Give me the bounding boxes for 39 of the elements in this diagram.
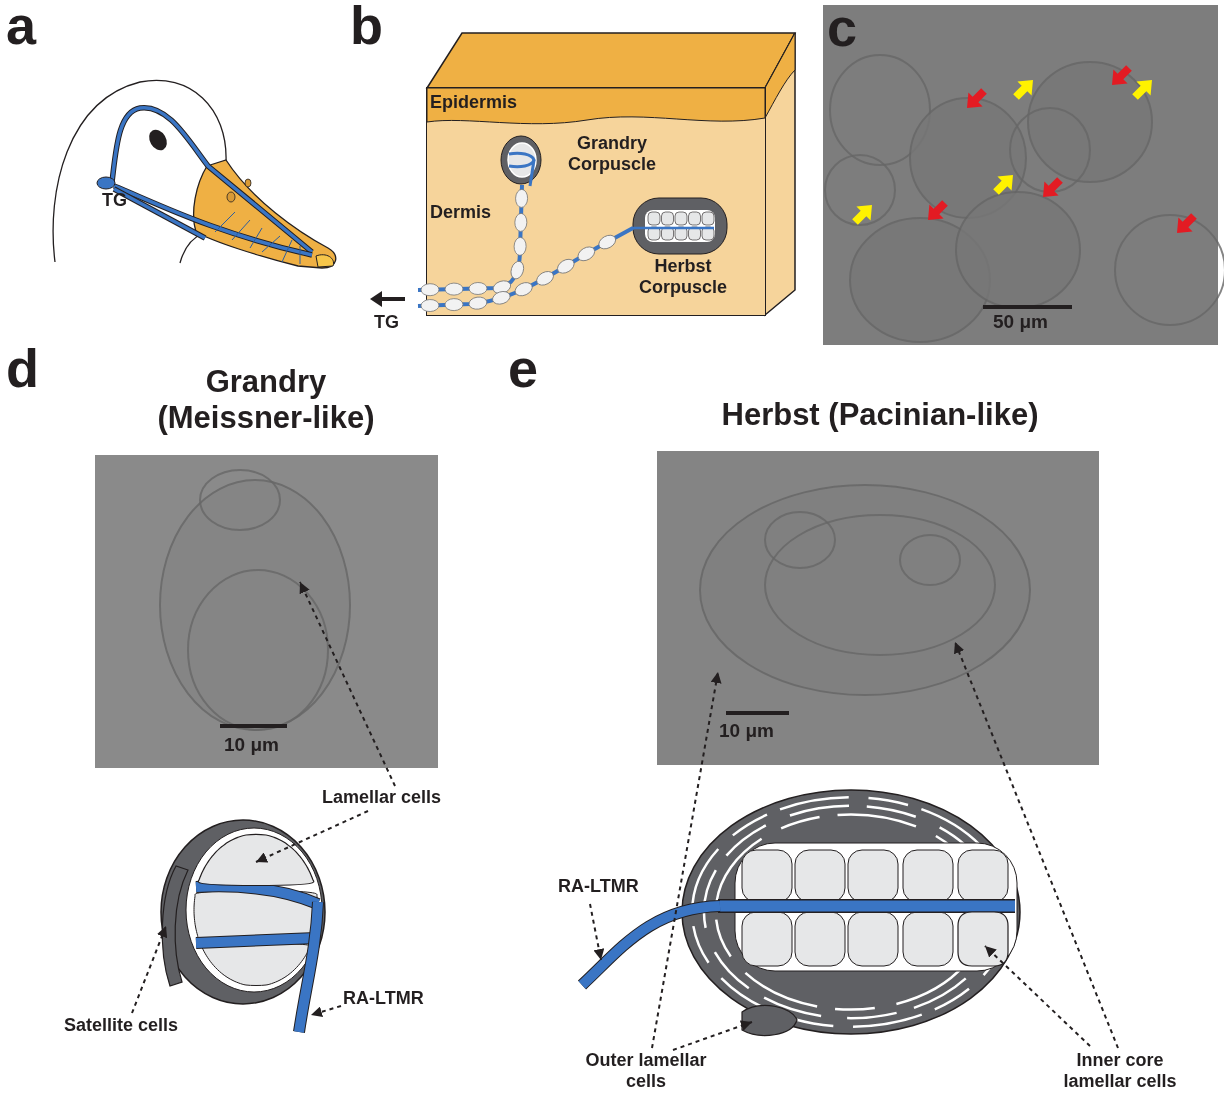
- ganglion-label: TG: [102, 190, 127, 211]
- cell-shape: [957, 911, 1009, 967]
- leader-line: [310, 1005, 342, 1018]
- layer-label: Epidermis: [430, 92, 518, 113]
- nerve-fiber: [293, 901, 324, 1033]
- leader-line: [255, 810, 369, 863]
- callout-label: RA-LTMR: [558, 876, 639, 897]
- structure-label: Herbst Corpuscle: [638, 256, 728, 298]
- leader-line: [984, 945, 1091, 1047]
- leader-line: [589, 903, 605, 961]
- leader-line: [299, 581, 396, 787]
- panel-letter: e: [508, 339, 539, 399]
- scale-bar-label: 10 μm: [224, 734, 279, 756]
- leader-line: [651, 671, 722, 1049]
- callout-label: RA-LTMR: [343, 988, 424, 1009]
- panel-letter: c: [827, 0, 858, 58]
- layer-label: Dermis: [430, 202, 492, 223]
- panel-letter: d: [6, 339, 39, 399]
- panel-title: Grandry (Meissner-like): [156, 364, 376, 436]
- ganglion-label: TG: [374, 312, 399, 333]
- photo-placeholder: [95, 455, 438, 768]
- cell-shape: [161, 865, 189, 987]
- cell-shape: [741, 1005, 798, 1036]
- photo-placeholder: [657, 451, 1099, 765]
- panel-title: Herbst (Pacinian-like): [720, 397, 1040, 433]
- nerve-fiber: [577, 900, 721, 990]
- panel-letter: b: [350, 0, 383, 56]
- panel-letter: a: [6, 0, 37, 56]
- scale-bar-label: 50 μm: [993, 311, 1048, 333]
- cell-shape: [197, 833, 315, 887]
- leader-line: [131, 925, 168, 1014]
- scale-bar-label: 10 μm: [719, 720, 774, 742]
- structure-label: Grandry Corpuscle: [567, 133, 657, 175]
- callout-label: Inner core lamellar cells: [1050, 1050, 1190, 1092]
- callout-label: Lamellar cells: [322, 787, 442, 808]
- callout-label: Satellite cells: [64, 1015, 179, 1036]
- leader-line: [954, 641, 1119, 1049]
- leader-line: [672, 1020, 753, 1051]
- callout-label: Outer lamellar cells: [576, 1050, 716, 1092]
